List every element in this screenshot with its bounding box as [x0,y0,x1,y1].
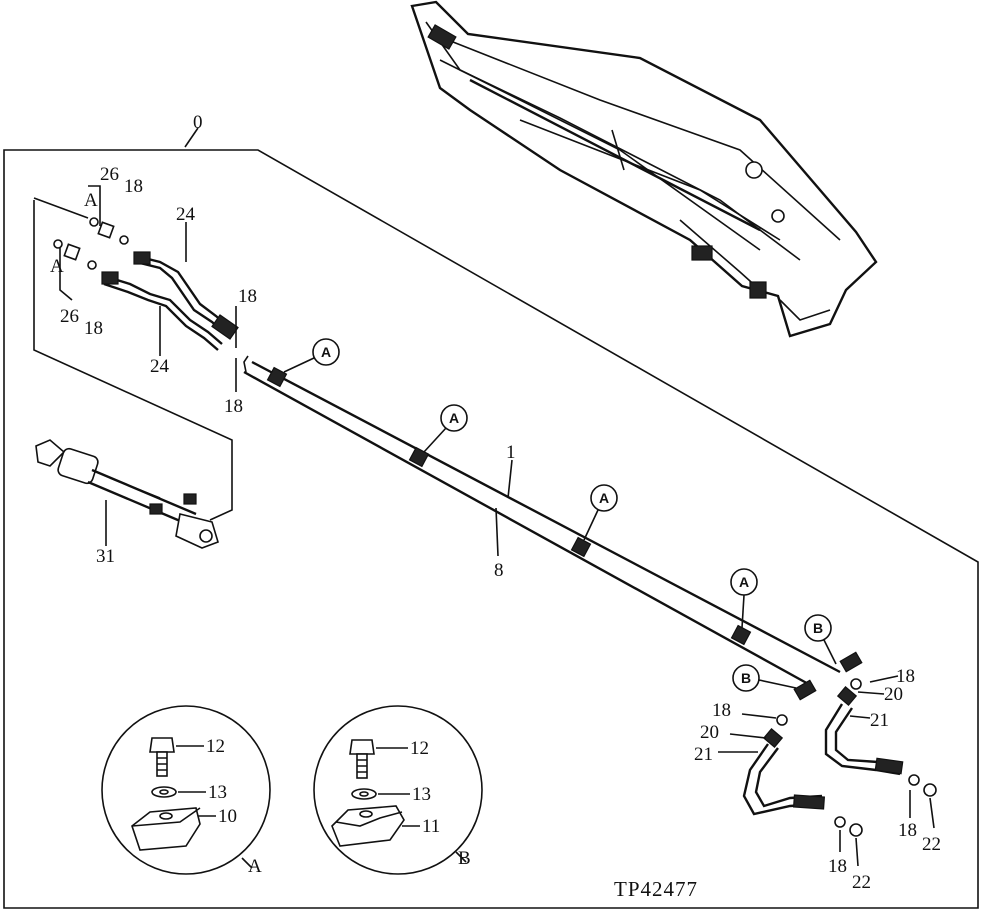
label-a-mid: A [50,256,64,277]
label-24-top: 24 [176,204,196,225]
svg-text:A: A [449,410,459,426]
label-8: 8 [494,560,504,581]
label-18-right-top: 18 [238,286,257,307]
callout-a-3: A [583,484,618,541]
label-10: 10 [218,806,237,827]
callout-a-4: A [730,568,758,629]
svg-text:A: A [599,490,609,506]
label-13-a: 13 [208,782,227,803]
assembly-boundary: 0 [3,112,979,909]
label-11: 11 [422,816,440,837]
detail-a-label: A [248,856,262,877]
main-tubes: 1 8 [243,355,841,688]
callout-a-2: A [423,404,468,453]
label-18-top: 18 [124,176,143,197]
label-22-lower-right: 22 [922,834,941,855]
svg-text:B: B [813,620,823,636]
hydraulic-cylinder-illustration: 31 [35,439,219,567]
label-21-right: 21 [870,710,889,731]
label-12-a: 12 [206,736,225,757]
label-26-bottom: 26 [60,306,79,327]
callout-b-2: B [732,664,797,692]
label-20-right: 20 [884,684,903,705]
label-24-bottom: 24 [150,356,170,377]
label-26-top: 26 [100,164,119,185]
svg-text:A: A [739,574,749,590]
boom-arm-illustration [410,0,878,338]
label-31: 31 [96,546,115,567]
svg-text:A: A [321,344,331,360]
assembly-number-label: 0 [193,112,203,133]
label-18-lower-right: 18 [898,820,917,841]
label-20-left: 20 [700,722,719,743]
label-1: 1 [506,442,516,463]
label-12-b: 12 [410,738,429,759]
label-18-lower-left: 18 [828,856,847,877]
upper-hose-group: 26 18 24 A A 26 18 24 18 18 [33,164,257,521]
label-21-left: 21 [694,744,713,765]
lower-hose-group: 18 20 21 18 20 21 18 22 18 22 [694,651,941,893]
label-13-b: 13 [412,784,431,805]
label-22-lower-left: 22 [852,872,871,893]
detail-b-label: B [458,848,471,869]
label-18-left: 18 [712,700,731,721]
detail-a: A 12 13 10 [101,705,271,877]
callout-a-1: A [283,338,340,373]
label-18-bottom: 18 [84,318,103,339]
label-18-right-bottom: 18 [224,396,243,417]
detail-b: B 12 13 11 [313,705,483,875]
svg-text:B: B [741,670,751,686]
callout-b-1: B [804,614,837,665]
label-a-top: A [84,190,98,211]
label-18-right: 18 [896,666,915,687]
drawing-code: TP42477 [614,877,698,901]
